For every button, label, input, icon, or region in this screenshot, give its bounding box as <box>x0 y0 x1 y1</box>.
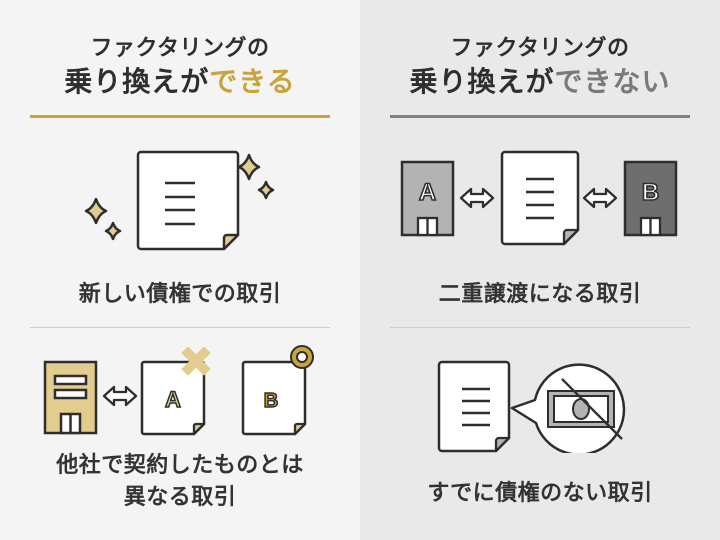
building-b-icon: B <box>623 160 678 237</box>
left-divider <box>30 327 330 328</box>
left-title-line2: 乗り換えができる <box>0 60 360 100</box>
right-divider <box>390 327 690 328</box>
left-title-prefix: 乗り換えが <box>64 65 210 98</box>
left-title-underline <box>30 115 330 118</box>
caption-line1: すでに債権のない取引 <box>427 481 653 506</box>
cannot-switch-panel: ファクタリングの 乗り換えができない A <box>360 0 720 540</box>
different-contract-icon: A B <box>43 345 314 436</box>
double-assignment-icon: A B <box>400 150 678 246</box>
double-arrow-icon <box>459 187 495 209</box>
svg-text:A: A <box>165 387 181 412</box>
right-title-prefix: 乗り換えが <box>409 65 555 98</box>
left-title-accent: できる <box>209 65 296 98</box>
document-b-approved-icon: B <box>241 345 314 436</box>
left-caption-different-transaction: 他社で契約したものとは 異なる取引 <box>0 450 360 514</box>
right-title-line1: ファクタリングの <box>450 36 630 61</box>
right-caption-double-assignment: 二重譲渡になる取引 <box>438 282 642 307</box>
left-caption-new-receivable: 新しい債権での取引 <box>78 282 282 307</box>
document-sparkle-icon <box>84 150 275 251</box>
left-title-line1: ファクタリングの <box>90 36 270 61</box>
caption-line2: 異なる取引 <box>123 485 237 510</box>
right-title-underline <box>390 115 690 118</box>
document-no-money-icon <box>437 360 626 453</box>
double-arrow-icon <box>582 187 618 209</box>
can-switch-panel: ファクタリングの 乗り換えができる 新しい債権での取引 <box>0 0 360 540</box>
double-arrow-icon <box>102 385 138 407</box>
svg-text:A: A <box>419 179 436 206</box>
document-a-rejected-icon: A <box>140 346 211 436</box>
building-a-icon: A <box>400 160 455 237</box>
svg-text:B: B <box>642 179 659 206</box>
right-caption-no-receivable: すでに債権のない取引 <box>360 478 720 510</box>
building-icon <box>43 360 98 435</box>
right-title-accent: できない <box>554 65 671 98</box>
document-icon <box>500 150 580 246</box>
caption-line1: 他社で契約したものとは <box>56 453 304 478</box>
right-title-line2: 乗り換えができない <box>360 60 720 100</box>
svg-text:B: B <box>264 390 278 412</box>
